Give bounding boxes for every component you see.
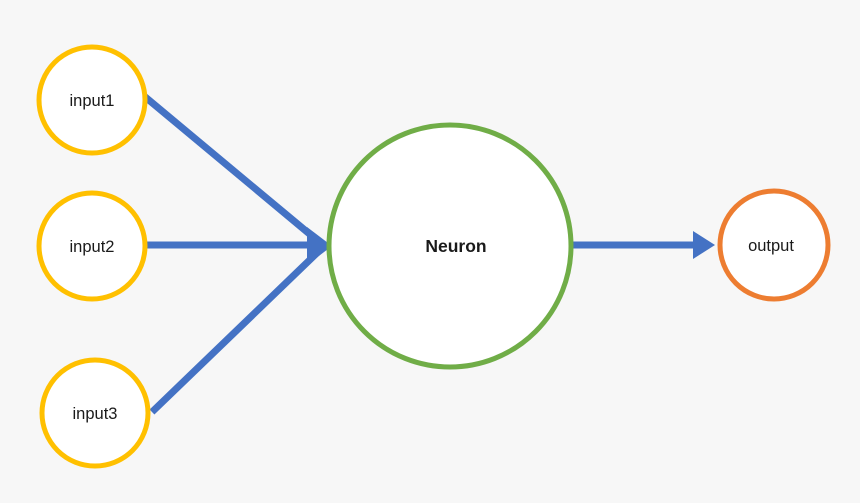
- node-input1[interactable]: input1: [36, 44, 148, 156]
- node-neuron[interactable]: Neuron: [326, 122, 574, 370]
- arrowhead-into-neuron-icon: [307, 227, 332, 265]
- output-circle[interactable]: [717, 188, 831, 302]
- input2-circle[interactable]: [36, 190, 148, 302]
- edges-layer: [141, 93, 702, 415]
- neuron-label: Neuron: [425, 236, 486, 256]
- input3-circle[interactable]: [39, 357, 151, 469]
- node-input2[interactable]: input2: [36, 190, 148, 302]
- input1-label: input1: [70, 92, 115, 110]
- arrowheads-layer: [307, 227, 715, 265]
- output-label: output: [748, 237, 794, 255]
- arrowhead-into-output-icon: [693, 231, 715, 259]
- input3-label: input3: [73, 405, 118, 423]
- input1-circle[interactable]: [36, 44, 148, 156]
- edge-input1-to-neuron: [141, 93, 321, 244]
- node-output[interactable]: output: [717, 188, 831, 302]
- neuron-circle[interactable]: [326, 122, 574, 370]
- edge-input3-to-neuron: [149, 249, 321, 415]
- node-input3[interactable]: input3: [39, 357, 151, 469]
- input2-label: input2: [70, 238, 115, 256]
